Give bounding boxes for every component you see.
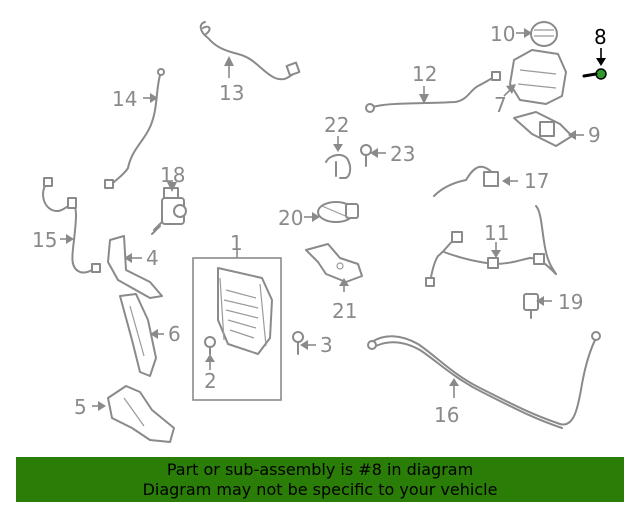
callout-5: 5: [74, 395, 106, 419]
part-15-hose: [42, 177, 101, 274]
callout-12: 12: [412, 62, 437, 104]
callout-6: 6: [150, 322, 181, 346]
callout-16-label: 16: [434, 403, 459, 427]
highlight-banner: Part or sub-assembly is #8 in diagram Di…: [16, 457, 624, 502]
callout-9: 9: [568, 123, 601, 147]
banner-line-disclaimer: Diagram may not be specific to your vehi…: [142, 479, 498, 499]
callout-10-label: 10: [490, 22, 515, 46]
callout-20: 20: [278, 206, 320, 230]
part-7-reservoir: [509, 49, 567, 105]
callout-8-label: 8: [594, 25, 607, 49]
callout-22-label: 22: [324, 113, 349, 137]
callout-4: 4: [124, 246, 159, 270]
callout-7: 7: [494, 84, 516, 117]
callout-13: 13: [219, 56, 244, 105]
callout-21: 21: [332, 278, 357, 323]
part-23-bolt: [360, 144, 372, 167]
callout-18: 18: [160, 163, 185, 192]
callout-23-label: 23: [390, 142, 415, 166]
part-20-pump: [317, 201, 359, 223]
callout-10: 10: [490, 22, 532, 46]
part-8-bolt: [582, 68, 607, 80]
callout-2-label: 2: [204, 369, 217, 393]
callout-15: 15: [32, 228, 74, 252]
part-6-deflector: [119, 293, 157, 377]
callout-4-label: 4: [146, 246, 159, 270]
callout-23: 23: [370, 142, 415, 166]
callout-13-label: 13: [219, 81, 244, 105]
callout-1-label: 1: [230, 231, 243, 255]
callout-9-label: 9: [588, 123, 601, 147]
callout-18-label: 18: [160, 163, 185, 187]
callout-2: 2: [204, 354, 217, 393]
callout-12-label: 12: [412, 62, 437, 86]
part-11-hose: [425, 205, 557, 287]
callout-11-label: 11: [484, 221, 509, 245]
callout-21-label: 21: [332, 299, 357, 323]
callout-6-label: 6: [168, 322, 181, 346]
part-17-hose: [433, 165, 499, 197]
callout-14: 14: [112, 87, 158, 111]
part-16-line: [367, 331, 601, 429]
callout-7-label: 7: [494, 93, 507, 117]
part-5-bracket: [107, 385, 175, 443]
part-10-cap: [530, 21, 558, 47]
callout-15-label: 15: [32, 228, 57, 252]
banner-line-part: Part or sub-assembly is #8 in diagram: [166, 459, 474, 479]
callout-17: 17: [502, 169, 549, 193]
callout-1: 1: [230, 231, 243, 258]
part-12-pipe: [365, 71, 501, 113]
callout-3: 3: [300, 333, 333, 357]
callout-14-label: 14: [112, 87, 137, 111]
callout-20-label: 20: [278, 206, 303, 230]
callout-17-label: 17: [524, 169, 549, 193]
part-2-bolt: [204, 336, 216, 355]
parts-diagram: 13 14 15 18 4: [32, 21, 607, 443]
part-1-cooler-assembly: [192, 257, 282, 401]
callout-5-label: 5: [74, 395, 87, 419]
part-14-hose: [104, 68, 165, 189]
callout-16: 16: [434, 378, 459, 427]
part-22-clip: [325, 154, 352, 179]
callout-3-label: 3: [320, 333, 333, 357]
part-4-bracket: [107, 235, 163, 299]
part-19-sensor: [523, 293, 539, 319]
callout-22: 22: [324, 113, 349, 152]
part-18-valve: [151, 187, 187, 235]
callout-19-label: 19: [558, 290, 583, 314]
part-3-bolt: [292, 331, 304, 355]
part-13-hose: [199, 21, 301, 81]
callout-8: 8: [594, 25, 607, 66]
callout-11: 11: [484, 221, 509, 258]
callout-19: 19: [536, 290, 583, 314]
part-21-bracket: [305, 243, 363, 283]
part-9-bracket: [513, 111, 573, 147]
